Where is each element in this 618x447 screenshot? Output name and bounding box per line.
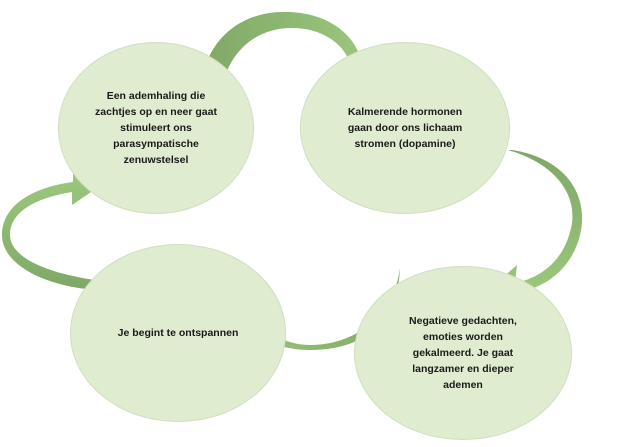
node-relax-text: Je begint te ontspannen bbox=[117, 327, 239, 339]
node-hormones: Kalmerende hormonen gaan door ons lichaa… bbox=[300, 42, 510, 214]
arrow-top-left-to-top-right bbox=[200, 11, 380, 86]
node-breathing: Een ademhaling die zachtjes op en neer g… bbox=[58, 42, 254, 214]
node-hormones-text: Kalmerende hormonen gaan door ons lichaa… bbox=[347, 106, 463, 150]
node-calming: Negatieve gedachten, emoties worden geka… bbox=[354, 266, 572, 440]
arrow-bottom-left-to-top-left bbox=[2, 170, 97, 290]
node-calming-text: Negatieve gedachten, emoties worden geka… bbox=[409, 315, 517, 391]
node-relax: Je begint te ontspannen bbox=[70, 244, 286, 422]
node-breathing-text: Een ademhaling die zachtjes op en neer g… bbox=[95, 90, 217, 166]
arrow-top-right-to-bottom-right bbox=[494, 150, 583, 300]
